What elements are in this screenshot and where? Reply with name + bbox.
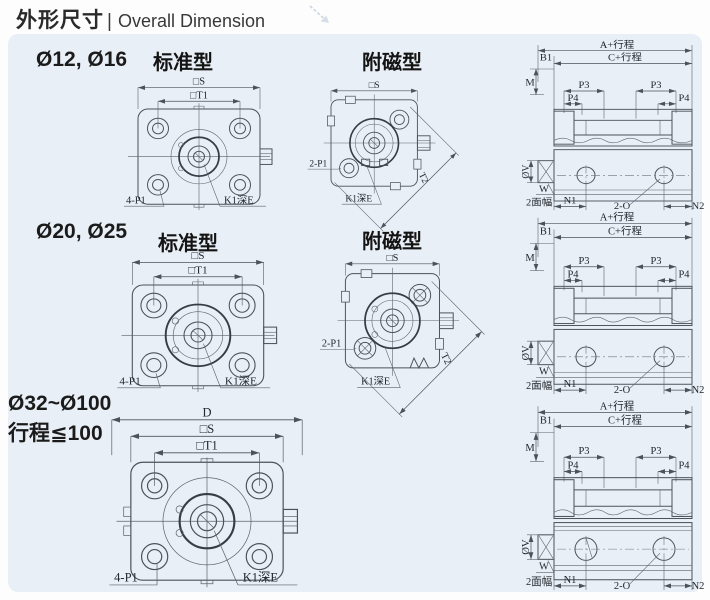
dim-label-b1: B1 [540, 53, 552, 64]
dim-label-k1-depth: K1深E [345, 194, 372, 205]
dim-label-n2: N2 [692, 385, 705, 396]
standard-front-view-drawing: □S □T1 4-P1 K1深E [124, 77, 273, 211]
dim-label-p4: P4 [678, 93, 689, 104]
dim-label-k1-depth: K1深E [224, 194, 254, 206]
dim-label-p3: P3 [578, 446, 589, 457]
dim-label-w: W [539, 184, 549, 195]
magnet-front-view-drawing: □S 2-P1 K1深E T2 [307, 81, 459, 232]
dim-label-w: W [539, 561, 549, 572]
dim-label-p3: P3 [650, 81, 661, 92]
dim-label-p3: P3 [578, 81, 589, 92]
dim-label-c-stroke: C+行程 [608, 225, 642, 238]
dim-label-s: □S [200, 422, 215, 436]
dim-label-2-o: 2-O [614, 202, 630, 213]
dim-label-2-face-width: 2面幅 [526, 379, 552, 392]
dim-label-a-stroke: A+行程 [600, 38, 634, 50]
dim-label-p4: P4 [567, 270, 579, 281]
magnet-type-heading: 附磁型 [362, 231, 422, 253]
dim-label-k1-depth: K1深E [243, 570, 278, 584]
dim-label-t1: □T1 [188, 265, 207, 277]
dim-label-phi-v: ØV [521, 539, 532, 555]
page-title-chinese: 外形尺寸 [16, 9, 104, 32]
dim-label-p4: P4 [567, 93, 578, 104]
diagonal-arrow-icon [309, 5, 329, 23]
dim-label-t1: □T1 [190, 90, 208, 101]
dim-label-p3: P3 [650, 256, 661, 267]
dim-label-t2: T2 [438, 351, 453, 366]
dim-label-n1: N1 [564, 575, 577, 586]
dim-label-b1: B1 [540, 227, 552, 238]
side-section-view-drawing: A+行程 B1 C+行程 M P3 P3 P4 P4 ØV W [521, 211, 705, 396]
dim-label-2-o: 2-O [614, 581, 631, 592]
dim-label-2-p1: 2-P1 [322, 338, 341, 349]
dim-label-n1: N1 [564, 196, 577, 207]
dim-label-4-p1: 4-P1 [126, 195, 146, 206]
dim-label-2-p1: 2-P1 [309, 159, 327, 169]
dim-label-m: M [525, 78, 534, 89]
dim-label-2-face-width: 2面幅 [526, 575, 553, 588]
bore-label: Ø12, Ø16 [36, 48, 128, 71]
dim-label-s: □S [193, 77, 205, 88]
dim-label-p3: P3 [578, 256, 589, 267]
standard-type-heading: 标准型 [153, 52, 213, 74]
side-section-view-drawing: A+行程 B1 C+行程 M P3 P3 P4 P4 ØV W [521, 38, 705, 213]
dim-label-2-o: 2-O [614, 385, 631, 396]
dim-label-s: □S [191, 250, 204, 262]
dim-label-n1: N1 [564, 379, 577, 390]
magnet-front-view-drawing: □S 2-P1 K1深E T2 [319, 253, 485, 418]
bore-label: Ø32~Ø100 [8, 392, 112, 415]
dim-label-d: D [202, 405, 211, 419]
dim-label-p3: P3 [650, 446, 661, 457]
stroke-note-label: 行程≦100 [8, 422, 103, 445]
dim-label-m: M [525, 253, 534, 264]
dim-label-p4: P4 [678, 270, 690, 281]
standard-type-heading: 标准型 [158, 233, 218, 255]
dim-label-a-stroke: A+行程 [600, 211, 634, 224]
dim-label-2-face-width: 2面幅 [526, 196, 552, 208]
dim-label-p4: P4 [567, 460, 579, 471]
dim-label-c-stroke: C+行程 [608, 413, 642, 426]
bore-label: Ø20, Ø25 [36, 220, 128, 243]
page-title: 外形尺寸|Overall Dimension [16, 4, 265, 34]
side-section-view-drawing: A+行程 B1 C+行程 M P3 P3 P4 P4 ØV [521, 399, 705, 592]
dim-label-t2: T2 [416, 171, 430, 185]
dim-label-w: W [539, 367, 549, 378]
title-divider: | [107, 11, 112, 32]
dim-label-s: □S [386, 253, 398, 264]
dim-label-t1: □T1 [196, 438, 217, 452]
page-title-english: Overall Dimension [117, 11, 265, 31]
dim-label-phi-v: ØV [521, 345, 532, 360]
dim-label-n2: N2 [692, 581, 705, 592]
dim-label-4-p1: 4-P1 [114, 570, 138, 584]
dim-label-s: □S [369, 81, 380, 91]
dim-label-n2: N2 [692, 202, 705, 213]
dim-label-p4: P4 [678, 460, 690, 471]
dim-label-k1-depth: K1深E [361, 376, 390, 388]
dim-label-phi-v: ØV [521, 164, 532, 179]
standard-front-view-drawing: D □S □T1 4-P1 K1深E [109, 405, 303, 588]
standard-front-view-drawing: □S □T1 4-P1 K1深E [117, 250, 278, 392]
dim-label-4-p1: 4-P1 [119, 376, 140, 388]
dim-label-a-stroke: A+行程 [600, 399, 635, 412]
dim-label-b1: B1 [540, 415, 552, 426]
dim-label-c-stroke: C+行程 [608, 51, 642, 63]
dim-label-k1-depth: K1深E [225, 375, 257, 388]
dim-label-m: M [525, 443, 535, 454]
magnet-type-heading: 附磁型 [362, 52, 422, 74]
